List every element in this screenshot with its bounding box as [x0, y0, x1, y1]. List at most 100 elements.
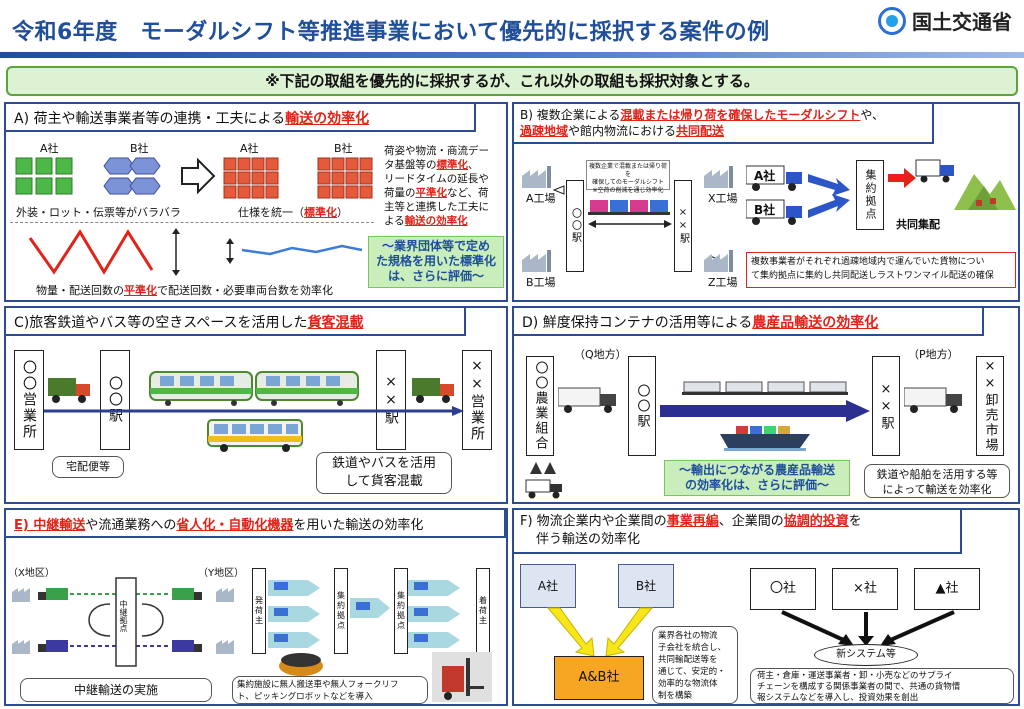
- panel-a-description: 荷姿や物流・商流デー タ基盤等の標準化、 リードタイムの延長や 荷量の平準化など…: [384, 144, 506, 228]
- factory-a-label: A工場: [526, 192, 556, 205]
- truck-d-right-icon: [904, 387, 962, 413]
- company-a2-label: A社: [240, 142, 259, 155]
- merge-desc-4: 通じて、安定的・: [658, 667, 726, 677]
- caption-standardized-highlight: 標準化: [304, 206, 337, 219]
- system-description: 荷主・倉庫・運送事業者・卸・小売などのサプライ チェーンを構成する関係事業者の間…: [750, 668, 1014, 704]
- agv-robot-icon: [279, 653, 323, 676]
- truck-b-label: B社: [754, 203, 776, 217]
- bonus-line-2: た規格を用いた標準化: [375, 254, 496, 268]
- merge-desc-1: 業界各社の物流: [658, 631, 718, 641]
- panel-a-bonus-note: ～業界団体等で定め た規格を用いた標準化 は、さらに評価～: [368, 236, 504, 288]
- truck-b-b-icon: [746, 199, 802, 225]
- panel-a-heading-highlight: 輸送の効率化: [285, 111, 370, 127]
- mountain-village-icon: [954, 174, 1016, 210]
- origin-station-d-box: 〇〇駅: [628, 356, 656, 456]
- destination-station-box: ××駅: [376, 350, 406, 450]
- desc-line-2-pre: タ基盤等の: [384, 159, 437, 171]
- shipper-box: 発荷主: [252, 568, 266, 654]
- region-q-label: （Q地方）: [574, 348, 627, 361]
- factory-z-label: Z工場: [708, 276, 738, 289]
- leveling-illustration: [28, 228, 363, 276]
- company-b-box: B社: [618, 564, 674, 608]
- desc-line-6: よる輸送の効率化: [384, 214, 506, 228]
- desc-line-4-post: など、荷: [447, 187, 489, 199]
- page-title: 令和6年度 モーダルシフト等推進事業において優先的に採択する案件の例: [12, 20, 770, 45]
- panel-b: B) 複数企業による混載または帰り荷を確保したモーダルシフトや、 過疎地域や館内…: [512, 102, 1020, 302]
- panel-e-heading-highlight-2: 省人化・自動化機器: [176, 518, 294, 533]
- package-illustration: [15, 157, 373, 199]
- forklift-truck-icon: [525, 462, 562, 499]
- company-triangle-box: ▲社: [914, 568, 980, 610]
- delivery-truck-right-icon: [412, 378, 454, 403]
- header: 令和6年度 モーダルシフト等推進事業において優先的に採択する案件の例 国土交通省: [0, 0, 1024, 62]
- sys-desc-3: 報システムなどを導入し、投資効果を創出: [757, 693, 919, 703]
- leveling-divider: [10, 222, 374, 223]
- relay-hub-label: 中継拠点: [119, 600, 128, 632]
- consignee-box: 着荷主: [476, 568, 490, 654]
- panel-c: C)旅客鉄道やバス等の空きスペースを活用した貨客混載 〇〇営業所 〇〇駅 ××駅…: [4, 306, 508, 504]
- station-oo-box: 〇〇駅: [566, 180, 584, 272]
- panel-a-heading: A) 荷主や輸送事業者等の連携・工夫による輸送の効率化: [6, 104, 476, 132]
- panel-f-heading-mid: 、企業間の: [718, 514, 784, 529]
- company-b-label: B社: [130, 142, 149, 155]
- panel-b-heading-mid-2: や館内物流における: [568, 124, 677, 138]
- truck-d-left-icon: [558, 387, 616, 413]
- company-a-box: A社: [520, 564, 576, 608]
- ministry-name: 国土交通省: [912, 10, 1012, 34]
- panel-e: E) 中継輸送や流通業務への省人化・自動化機器を用いた輸送の効率化 （X地区） …: [4, 508, 508, 706]
- factory-x-icon: [704, 166, 733, 188]
- panel-d-heading-text: D) 鮮度保持コンテナの活用等による: [522, 315, 753, 331]
- joint-delivery-arrow: [888, 168, 916, 188]
- automation-callout-1: 集約施設に無人搬送車や無人フォークリフ: [237, 680, 399, 690]
- desc-line-4-pre: 荷量の: [384, 187, 416, 199]
- caption-inconsistent: 外装・ロット・伝票等がバラバラ: [16, 206, 181, 219]
- desc-line-2-post: 、: [468, 159, 479, 171]
- desc-line-4: 荷量の平準化など、荷: [384, 186, 506, 200]
- relay-caption: 中継輸送の実施: [20, 678, 212, 702]
- company-b2-label: B社: [334, 142, 353, 155]
- desc-line-2-highlight: 標準化: [436, 159, 469, 171]
- region-x-label: （X地区）: [8, 568, 55, 579]
- destination-office-box: ××営業所: [462, 350, 492, 450]
- merged-company-box: A&B社: [554, 656, 644, 700]
- panel-e-heading-post: を用いた輸送の効率化: [293, 518, 424, 533]
- region-y-label: （Y地区）: [198, 568, 245, 579]
- panel-d-heading-highlight: 農産品輸送の効率化: [752, 315, 879, 331]
- desc-line-3: リードタイムの延長や: [384, 173, 489, 185]
- wholesale-market-box: ××卸売市場: [976, 356, 1004, 456]
- mixed-load-note-1: 複数企業で混載または帰り荷を: [588, 163, 667, 178]
- panel-f-heading-post: を: [848, 514, 862, 529]
- hub-box: 集約拠点: [856, 160, 884, 230]
- panel-b-desc-2: て集約拠点に集約し共同配送しラストワンマイル配送の確保: [751, 271, 994, 281]
- notice-banner: ※下記の取組を優先的に採択するが、これ以外の取組も採択対象とする。: [6, 66, 1018, 96]
- joint-delivery-label: 共同集配: [896, 218, 940, 231]
- leveling-caption-pre: 物量・配送回数の: [36, 284, 124, 297]
- hub-1-box: 集約拠点: [334, 568, 348, 654]
- panel-f-heading-line-2: 伴う輸送の効率化: [536, 532, 641, 547]
- rail-ship-callout-2: によって輸送を効率化: [882, 483, 992, 496]
- station-xx-box: ××駅: [674, 180, 692, 272]
- panel-f-heading-highlight-2: 協調的投資: [783, 514, 849, 529]
- panel-c-heading-highlight: 貨客混載: [307, 315, 364, 331]
- region-p-label: （P地方）: [908, 348, 959, 361]
- hub-2-box: 集約拠点: [394, 568, 408, 654]
- delivery-truck-left-icon: [48, 378, 90, 403]
- panel-b-heading: B) 複数企業による混載または帰り荷を確保したモーダルシフトや、 過疎地域や館内…: [514, 104, 934, 144]
- panel-f-heading-highlight-1: 事業再編: [666, 514, 719, 529]
- title-underline: [0, 52, 1024, 58]
- panel-e-heading-highlight-1: E) 中継輸送: [14, 518, 86, 533]
- truck-a-b-icon: [746, 165, 802, 191]
- flow-arrow-c: [44, 406, 464, 416]
- merge-desc-3: 共同輸配送等を: [658, 655, 718, 665]
- bonus-line-1: ～業界団体等で定め: [381, 239, 490, 253]
- system-arrows: [781, 610, 955, 646]
- rail-ship-callout-1: 鉄道や船舶を活用する等: [876, 468, 998, 481]
- ministry-logo: 国土交通省: [878, 6, 1012, 35]
- mixed-load-note: 複数企業で混載または帰り荷を 確保してのモーダルシフト ※空荷の削減を通じ効率化: [586, 160, 670, 194]
- panel-b-desc-1: 複数事業者がそれぞれ過疎地域内で運んでいた貨物につい: [751, 257, 985, 267]
- origin-station-box: 〇〇駅: [100, 350, 130, 450]
- leveling-caption-highlight: 平準化: [124, 284, 157, 297]
- mixed-load-note-3: ※空荷の削減を通じ効率化: [592, 187, 664, 194]
- panel-f-heading-pre: F) 物流企業内や企業間の: [520, 514, 667, 529]
- panel-c-heading-text: C)旅客鉄道やバス等の空きスペースを活用した: [14, 315, 308, 331]
